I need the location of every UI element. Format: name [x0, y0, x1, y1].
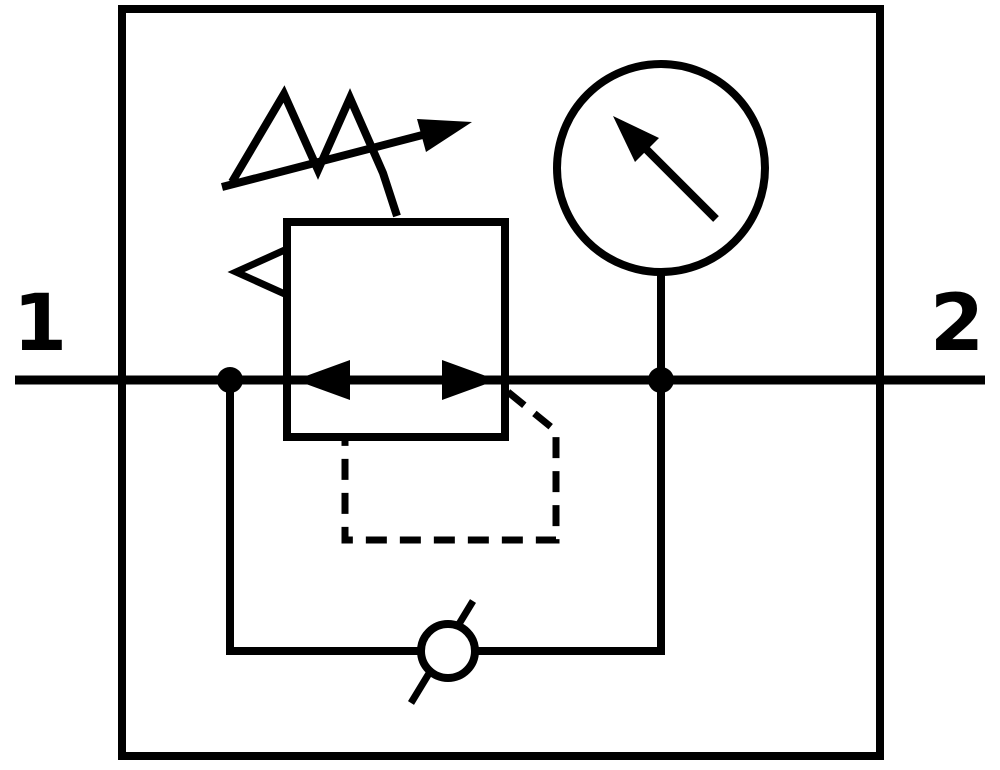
- flow-arrow-right-icon: [442, 360, 497, 400]
- port-label-inlet: 1: [13, 279, 67, 369]
- relief-vent-triangle: [227, 245, 289, 299]
- check-valve: [408, 599, 479, 705]
- flow-arrow-left-icon: [295, 360, 350, 400]
- flow-direction-arrows: [295, 360, 497, 400]
- pressure-regulator-body: [283, 218, 509, 441]
- port-label-outlet: 2: [930, 279, 984, 369]
- gauge-needle: [643, 146, 719, 222]
- adjustment-arrow-shaft: [220, 128, 436, 191]
- junction-dot-left: [217, 367, 243, 393]
- gauge-needle-arrowhead-icon: [613, 116, 659, 162]
- adjustment-arrow: [220, 119, 472, 191]
- bypass-line: [226, 380, 665, 655]
- adjustment-arrowhead-icon: [417, 119, 472, 152]
- pressure-gauge: [553, 60, 769, 380]
- pilot-feedback-dashed-line: [341, 389, 560, 544]
- check-valve-ball: [417, 620, 479, 682]
- junction-dot-right: [648, 367, 674, 393]
- adjustment-spring: [228, 85, 401, 218]
